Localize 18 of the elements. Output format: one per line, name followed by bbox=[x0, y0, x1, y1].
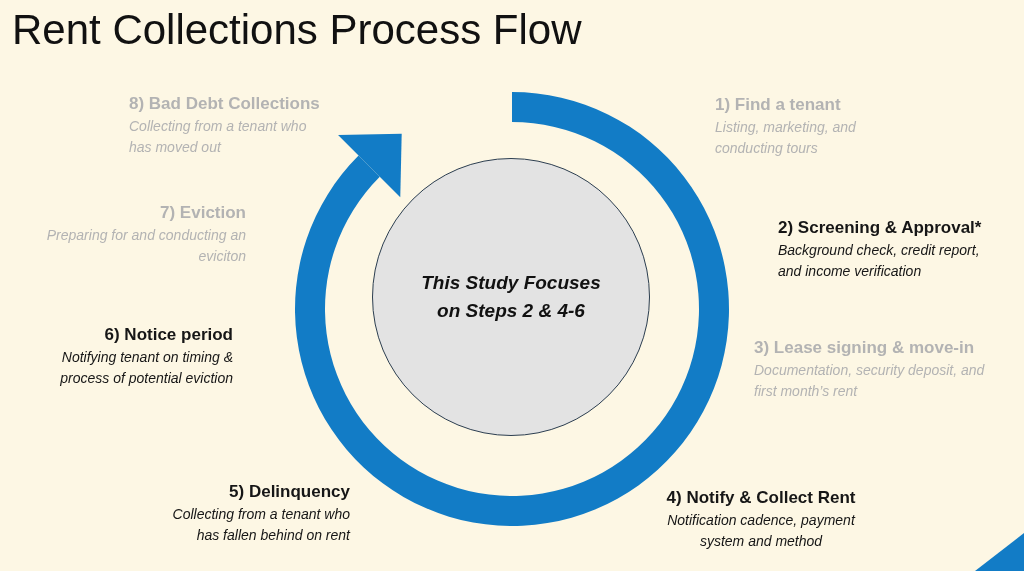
step-description: Collecting from a tenant who has moved out bbox=[129, 117, 308, 157]
step-heading: 7) Eviction bbox=[160, 202, 246, 224]
step-heading: 3) Lease signing & move-in bbox=[754, 337, 975, 359]
step-description: Preparing for and conducting an eviciton bbox=[45, 226, 246, 266]
step-heading: 6) Notice period bbox=[104, 324, 233, 346]
step-description: Notification cadence, payment system and method bbox=[666, 511, 857, 551]
step-description: Documentation, security deposit, and first month’s rent bbox=[754, 361, 986, 401]
step-description: Notifying tenant on timing & process of potential eviction bbox=[59, 348, 233, 388]
step-heading: 5) Delinquency bbox=[229, 481, 350, 503]
step-heading: 1) Find a tenant bbox=[715, 94, 841, 116]
step-heading: 2) Screening & Approval* bbox=[778, 217, 982, 239]
step-heading: 4) Notify & Collect Rent bbox=[666, 487, 856, 509]
step-description: Background check, credit report, and income verification bbox=[778, 241, 981, 281]
center-text: This Study Focuses on Steps 2 & 4-6 bbox=[420, 271, 602, 323]
step-description: Listing, marketing, and conducting tours bbox=[715, 118, 857, 158]
step-heading: 8) Bad Debt Collections bbox=[129, 93, 320, 115]
step-description: Collecting from a tenant who has fallen behind on rent bbox=[171, 505, 350, 545]
page-title: Rent Collections Process Flow bbox=[12, 5, 582, 55]
